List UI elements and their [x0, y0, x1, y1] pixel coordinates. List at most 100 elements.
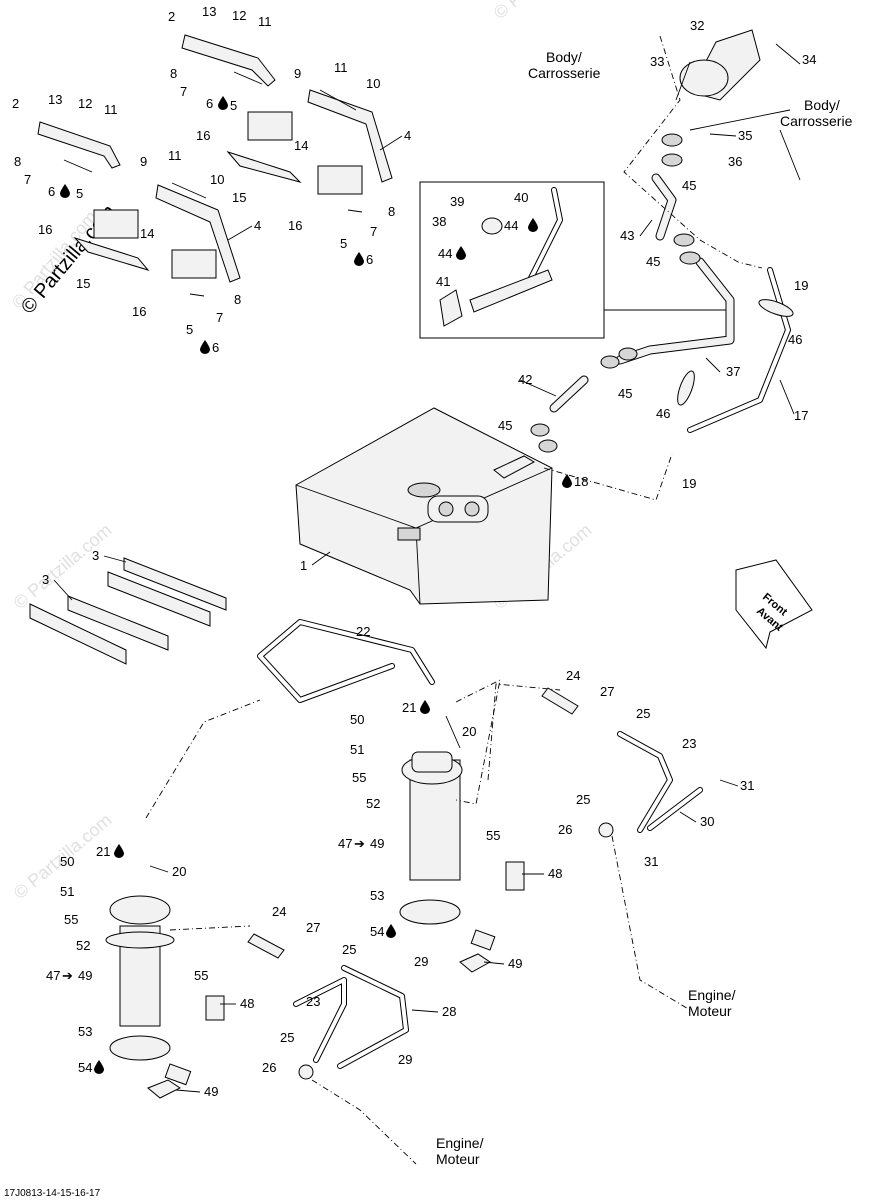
callout-5: 5 — [186, 322, 193, 337]
callout-7: 7 — [370, 224, 377, 239]
callout-52: 52 — [366, 796, 380, 811]
callout-19: 19 — [794, 278, 808, 293]
callout-27: 27 — [306, 920, 320, 935]
callout-26: 26 — [262, 1060, 276, 1075]
callout-22: 22 — [356, 624, 370, 639]
callout-6: 6 — [212, 340, 219, 355]
range-callout-from: 47 — [46, 968, 60, 983]
callout-14: 14 — [294, 138, 308, 153]
drop-icon — [60, 184, 70, 198]
carrosserie-label-2: Carrosserie — [780, 113, 853, 129]
callout-4: 4 — [404, 128, 411, 143]
range-callout-arrow: ➔ — [62, 968, 73, 983]
callout-8: 8 — [14, 154, 21, 169]
fuel-lines-lower — [247, 683, 703, 1165]
callout-6: 6 — [48, 184, 55, 199]
callout-39: 39 — [450, 194, 464, 209]
plate-16d — [171, 249, 217, 279]
drop-icon — [218, 96, 228, 110]
callout-48: 48 — [240, 996, 254, 1011]
callout-9: 9 — [140, 154, 147, 169]
plate-16 — [247, 111, 293, 141]
body-label-2: Body/ — [804, 97, 840, 113]
callout-51: 51 — [60, 884, 74, 899]
callout-8: 8 — [388, 204, 395, 219]
callout-45: 45 — [498, 418, 512, 433]
callout-6: 6 — [206, 96, 213, 111]
callout-16: 16 — [38, 222, 52, 237]
callout-20: 20 — [172, 864, 186, 879]
watermark: © Partzilla.com — [10, 520, 116, 613]
tank-body — [295, 407, 553, 605]
callout-2: 2 — [168, 9, 175, 24]
callout-50: 50 — [350, 712, 364, 727]
drop-icon — [420, 700, 430, 714]
callout-45: 45 — [646, 254, 660, 269]
callout-14: 14 — [140, 226, 154, 241]
callout-8: 8 — [234, 292, 241, 307]
callout-31: 31 — [644, 854, 658, 869]
callout-4: 4 — [254, 218, 261, 233]
callout-12: 12 — [78, 96, 92, 111]
callout-10: 10 — [366, 76, 380, 91]
callout-54: 54 — [78, 1060, 92, 1075]
diagram-code: 17J0813-14-15-16-17 — [4, 1188, 101, 1199]
drop-icon — [114, 844, 124, 858]
callout-20: 20 — [462, 724, 476, 739]
callout-55: 55 — [486, 828, 500, 843]
callout-11: 11 — [168, 148, 182, 163]
filler-flange-33 — [679, 59, 729, 97]
callout-21: 21 — [96, 844, 110, 859]
bracket-assembly-upper — [37, 34, 393, 297]
filler-neck-assembly — [530, 29, 794, 453]
callout-15: 15 — [232, 190, 246, 205]
callout-35: 35 — [738, 128, 752, 143]
callout-19: 19 — [682, 476, 696, 491]
callout-10: 10 — [210, 172, 224, 187]
fuel-tank — [295, 407, 553, 605]
detail-inset-box — [419, 181, 605, 339]
callout-32: 32 — [690, 18, 704, 33]
callout-28: 28 — [442, 1004, 456, 1019]
callout-48: 48 — [548, 866, 562, 881]
range-callout-to: 49 — [78, 968, 92, 983]
callout-42: 42 — [518, 372, 532, 387]
fuel-pump-module-right — [257, 619, 525, 973]
callout-46: 46 — [788, 332, 802, 347]
callout-23: 23 — [306, 994, 320, 1009]
drop-icon — [528, 218, 538, 232]
callout-49: 49 — [204, 1084, 218, 1099]
drop-icon — [456, 246, 466, 260]
body-label-1: Body/ — [546, 49, 582, 65]
callout-18: 18 — [574, 474, 588, 489]
callout-layer: 1 2 2 3 3 4 4 5 5 5 5 6 6 6 6 7 7 7 7 8 … — [12, 4, 816, 1099]
drop-icon — [562, 474, 572, 488]
leader-lines — [53, 43, 801, 1093]
callout-2: 2 — [12, 96, 19, 111]
callout-16: 16 — [132, 304, 146, 319]
engine-label-1: Engine/ — [688, 987, 736, 1003]
callout-11: 11 — [334, 60, 348, 75]
callout-5: 5 — [230, 98, 237, 113]
callout-8: 8 — [170, 66, 177, 81]
callout-30: 30 — [700, 814, 714, 829]
callout-51: 51 — [350, 742, 364, 757]
callout-34: 34 — [802, 52, 816, 67]
callout-7: 7 — [180, 84, 187, 99]
carrosserie-label-1: Carrosserie — [528, 65, 601, 81]
bracket-13 — [181, 34, 276, 87]
callout-24: 24 — [272, 904, 286, 919]
callout-11: 11 — [104, 102, 118, 117]
callout-29: 29 — [398, 1052, 412, 1067]
callout-11: 11 — [258, 14, 272, 29]
callout-15: 15 — [76, 276, 90, 291]
callout-7: 7 — [24, 172, 31, 187]
callout-55: 55 — [352, 770, 366, 785]
callout-33: 33 — [650, 54, 664, 69]
callout-43: 43 — [620, 228, 634, 243]
callout-52: 52 — [76, 938, 90, 953]
strap-4b — [155, 184, 241, 283]
callout-37: 37 — [726, 364, 740, 379]
callout-13: 13 — [48, 92, 62, 107]
